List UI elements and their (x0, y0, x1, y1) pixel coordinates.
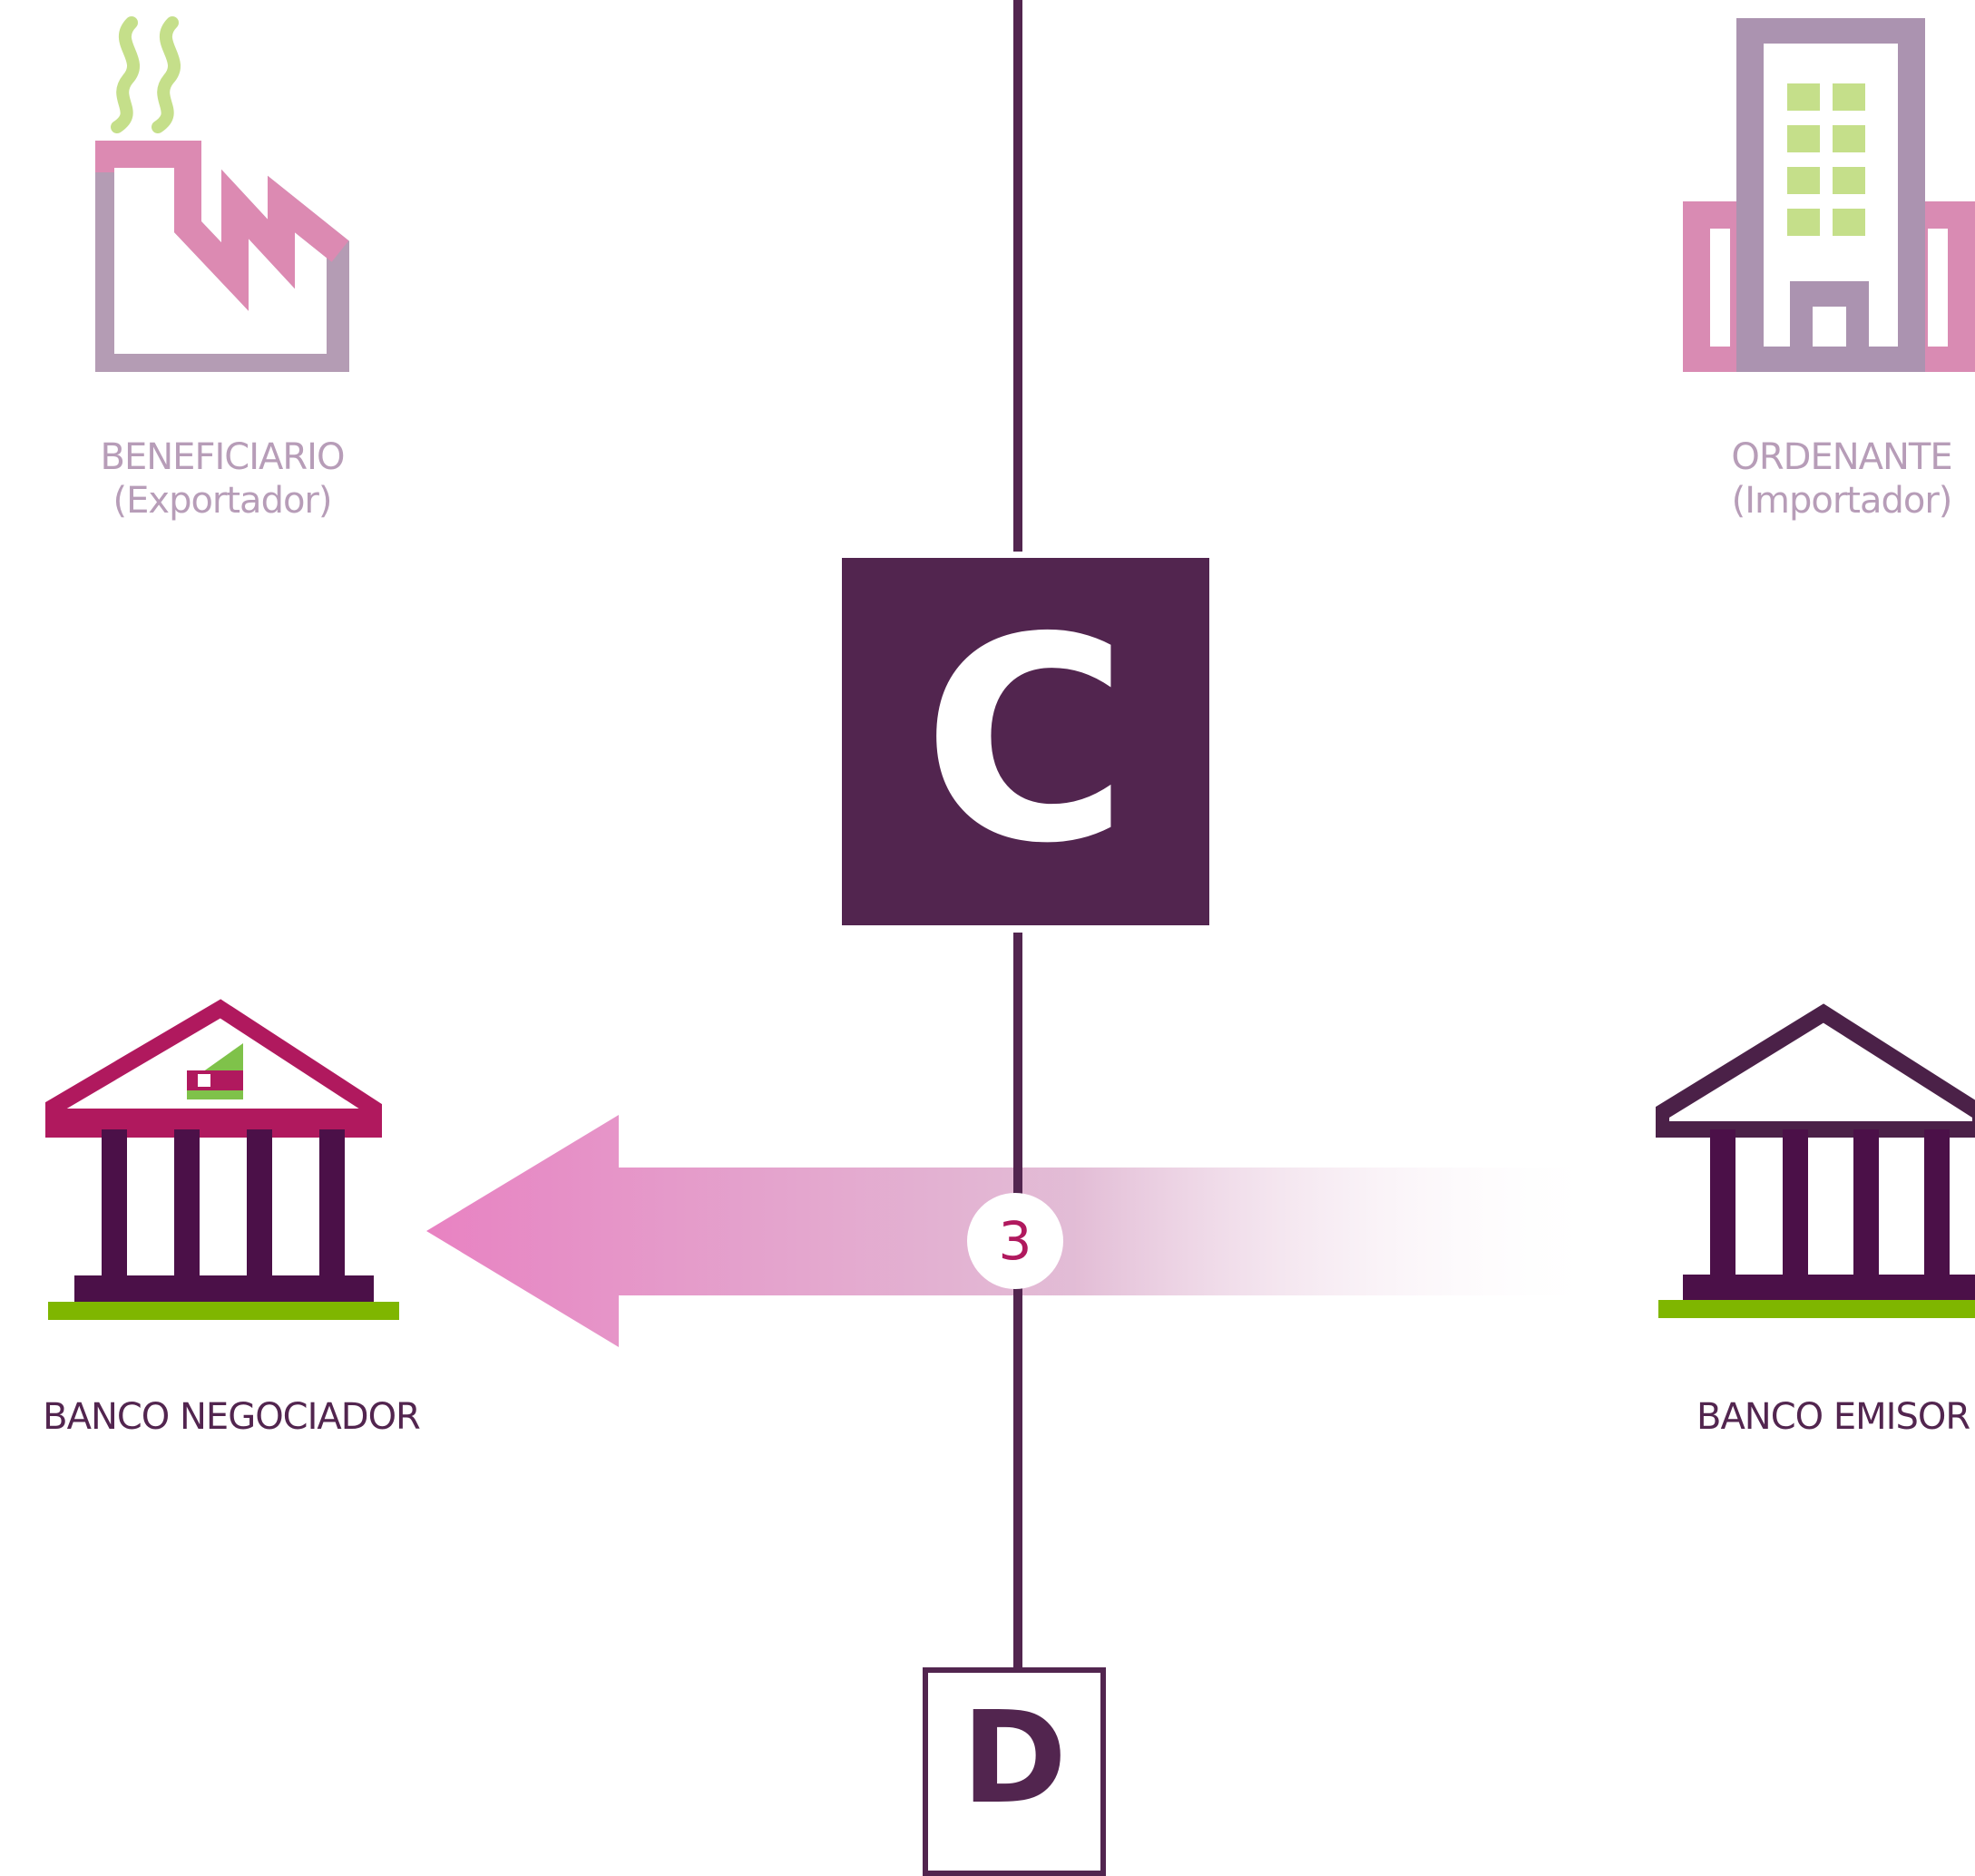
stage-d-box: D (923, 1667, 1106, 1876)
bank-icon (1656, 1003, 1975, 1318)
ordenante-role: ORDENANTE (1731, 436, 1952, 478)
stage-c-box: C (842, 558, 1209, 925)
timeline-line-top (1013, 0, 1022, 552)
ordenante-detail: (Importador) (1731, 480, 1953, 522)
factory-icon (95, 16, 349, 372)
beneficiario-label: BENEFICIARIO (Exportador) (73, 435, 372, 523)
stage-c-letter: C (922, 578, 1129, 905)
office-building-icon (1683, 18, 1975, 372)
step-number-badge: 3 (967, 1193, 1063, 1289)
stage-d-letter: D (961, 1685, 1068, 1832)
ordenante-label: ORDENANTE (Importador) (1706, 435, 1975, 523)
bank-icon (45, 999, 399, 1320)
banco-emisor-label: BANCO EMISOR (1696, 1396, 1970, 1438)
timeline-line-middle (1013, 933, 1022, 1314)
beneficiario-role: BENEFICIARIO (100, 436, 346, 478)
banco-negociador-label: BANCO NEGOCIADOR (43, 1396, 421, 1438)
beneficiario-detail: (Exportador) (112, 480, 333, 522)
